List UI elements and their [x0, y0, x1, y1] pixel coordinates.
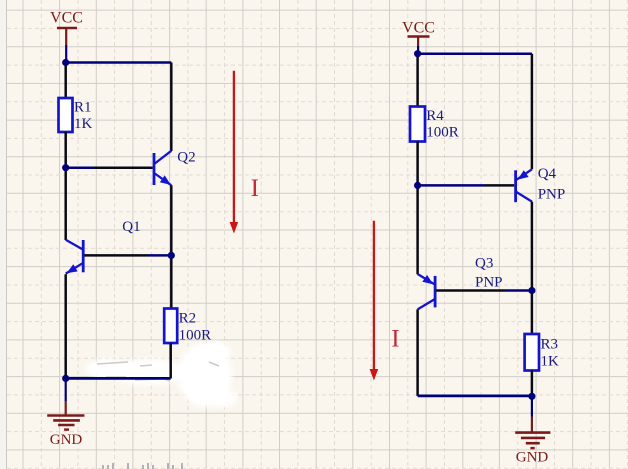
svg-text:R3: R3	[541, 337, 559, 353]
svg-text:GND: GND	[516, 450, 549, 466]
svg-text:R1: R1	[74, 100, 92, 116]
svg-text:I: I	[391, 326, 399, 353]
svg-text:Q2: Q2	[177, 150, 195, 166]
svg-text:PNP: PNP	[538, 187, 566, 203]
svg-text:Q3: Q3	[475, 255, 493, 271]
svg-text:PNP: PNP	[475, 275, 503, 291]
svg-text:100R: 100R	[426, 125, 459, 141]
svg-text:R2: R2	[179, 311, 197, 327]
svg-text:R4: R4	[426, 108, 444, 124]
svg-text:1K: 1K	[541, 353, 560, 369]
svg-text:GND: GND	[50, 432, 83, 448]
svg-text:VCC: VCC	[402, 20, 435, 37]
svg-text:I: I	[251, 175, 259, 202]
svg-text:Q4: Q4	[538, 166, 557, 182]
svg-text:1K: 1K	[74, 116, 93, 132]
svg-text:VCC: VCC	[50, 9, 83, 26]
svg-text:100R: 100R	[179, 327, 212, 343]
svg-text:Q1: Q1	[122, 219, 140, 235]
